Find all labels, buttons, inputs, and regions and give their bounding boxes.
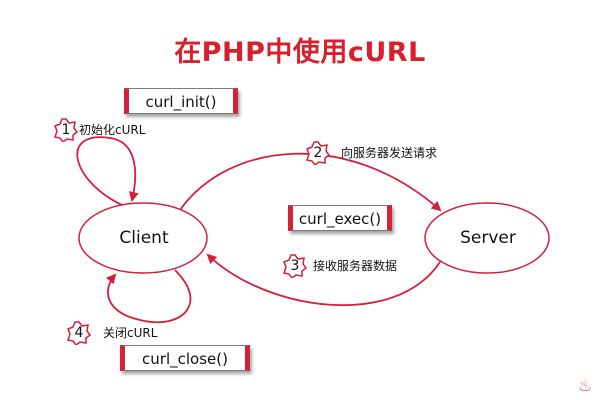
- diagram-title: 在PHP中使用cURL: [174, 37, 426, 68]
- step-2-badge: 2: [306, 141, 330, 165]
- client-node: [78, 202, 208, 274]
- request-arrow: [179, 152, 442, 212]
- client-label: Client: [119, 228, 169, 248]
- flame-logo-icon: ♨: [578, 376, 593, 395]
- step-4-badge: 4: [67, 321, 91, 345]
- star-badge-icon: [283, 254, 307, 278]
- response-arrow: [206, 253, 441, 307]
- step-3-label: 接收服务器数据: [313, 259, 398, 273]
- step-3-badge: 3: [283, 254, 307, 278]
- step-1-badge: 1: [54, 118, 78, 142]
- step-4-number: 4: [74, 325, 84, 341]
- star-badge-icon: [54, 118, 78, 142]
- star-badge-icon: [306, 141, 330, 165]
- star-badge-icon: [67, 321, 91, 345]
- init-loop-arrow: [76, 136, 139, 206]
- step-2-number: 2: [313, 145, 323, 161]
- step-3-number: 3: [290, 258, 300, 274]
- curl-exec-box: curl_exec(): [288, 205, 392, 231]
- step-2-label: 向服务器发送请求: [341, 146, 438, 160]
- server-label: Server: [460, 228, 516, 248]
- step-4-label: 关闭cURL: [103, 326, 158, 340]
- curl-init-box: curl_init(): [124, 88, 238, 114]
- step-1-label: 初始化cURL: [79, 123, 146, 137]
- step-1-number: 1: [61, 122, 71, 138]
- close-loop-arrow: [105, 269, 192, 324]
- server-node: [424, 202, 550, 274]
- curl-close-box: curl_close(): [120, 345, 250, 371]
